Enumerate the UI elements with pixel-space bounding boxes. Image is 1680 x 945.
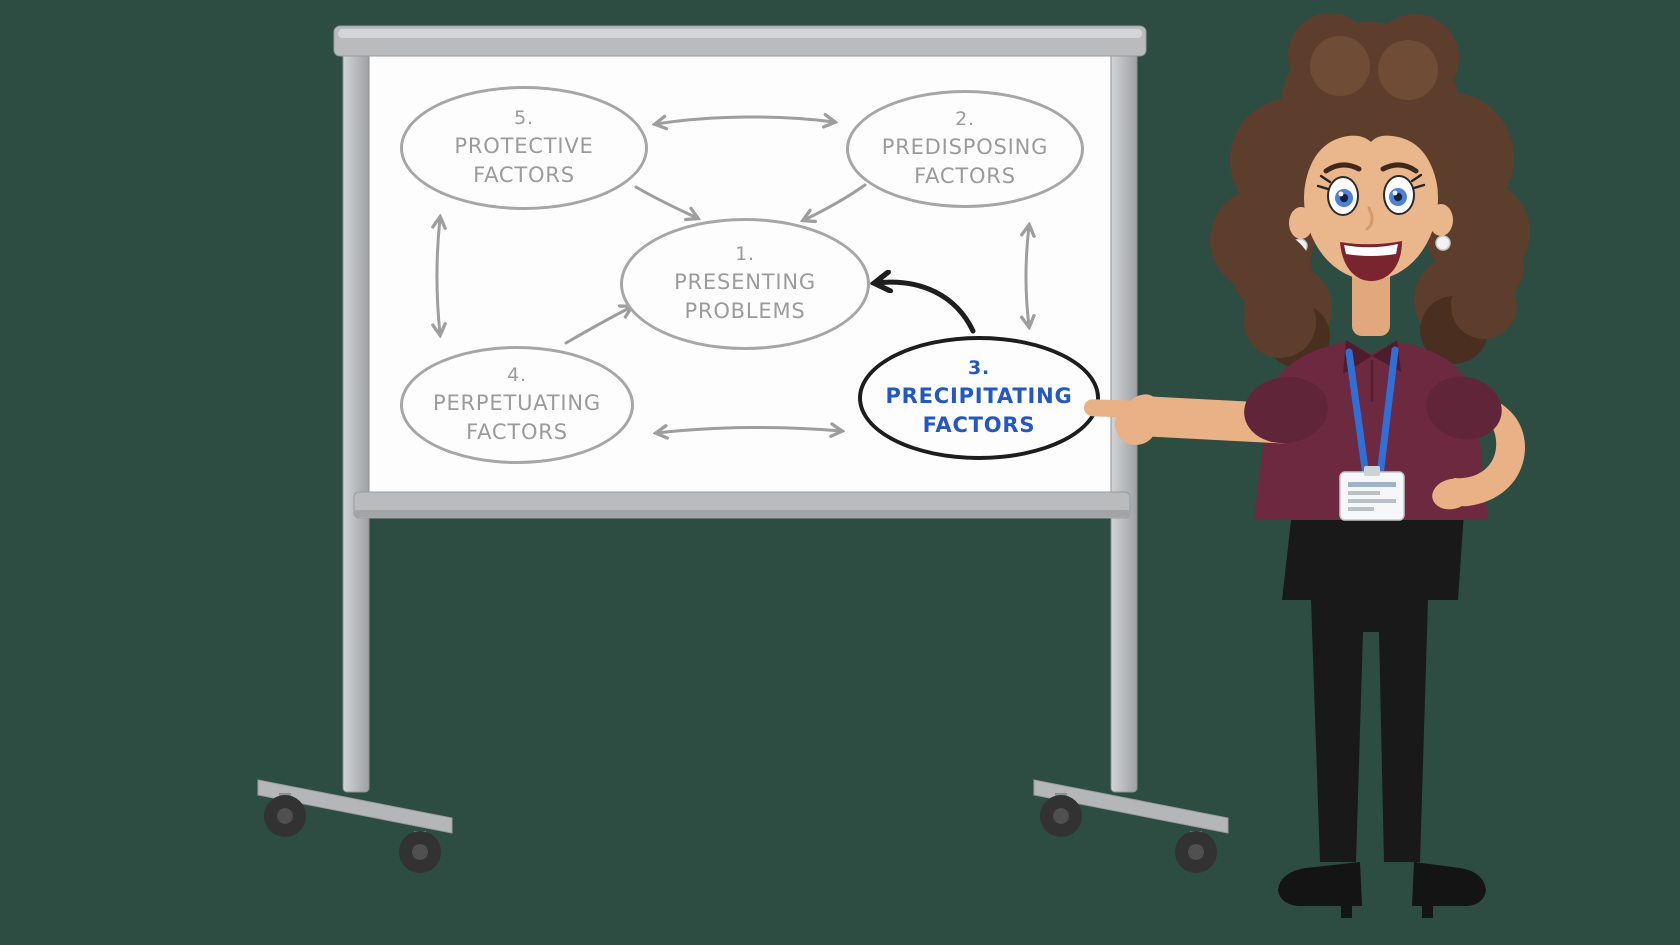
- diagram-node-precipitating-factors: 3. PRECIPITATING FACTORS: [858, 336, 1100, 460]
- node-label-line2: FACTORS: [914, 163, 1016, 188]
- arrow-perpetuating-presenting: [564, 307, 631, 345]
- arrow-protective-perpetuating: [437, 218, 440, 334]
- diagram-area: 1. PRESENTING PROBLEMS 2. PREDISPOSING F…: [366, 54, 1118, 494]
- node-number: 4.: [507, 364, 527, 387]
- node-label-line2: PROBLEMS: [684, 298, 806, 323]
- node-number: 2.: [955, 108, 975, 131]
- right-foot: [1033, 779, 1229, 873]
- node-label-line2: FACTORS: [473, 162, 575, 187]
- node-label-line2: FACTORS: [466, 419, 568, 444]
- node-label-line1: PRECIPITATING: [885, 384, 1073, 409]
- node-label-line1: PRESENTING: [674, 270, 816, 295]
- bottom-rail: [353, 491, 1131, 519]
- node-label-line1: PERPETUATING: [433, 391, 601, 416]
- arrow-perpetuating-precipitating: [657, 427, 841, 433]
- arrow-precipitating-presenting-emphasis: [876, 282, 976, 334]
- node-label-line2: FACTORS: [922, 412, 1036, 437]
- diagram-node-presenting-problems: 1. PRESENTING PROBLEMS: [620, 218, 870, 350]
- node-label-line1: PROTECTIVE: [454, 134, 594, 159]
- diagram-arrows: [366, 54, 1118, 494]
- diagram-node-perpetuating-factors: 4. PERPETUATING FACTORS: [400, 346, 634, 464]
- diagram-node-protective-factors: 5. PROTECTIVE FACTORS: [400, 86, 648, 210]
- node-label-line1: PREDISPOSING: [881, 135, 1049, 160]
- arrow-predisposing-precipitating: [1026, 226, 1029, 326]
- node-number: 3.: [967, 357, 991, 380]
- node-number: 1.: [735, 243, 755, 266]
- diagram-node-predisposing-factors: 2. PREDISPOSING FACTORS: [846, 90, 1084, 208]
- arrow-protective-presenting: [634, 185, 697, 218]
- left-foot: [257, 779, 453, 873]
- node-number: 5.: [514, 107, 534, 130]
- arrow-protective-predisposing: [656, 117, 834, 124]
- arrow-predisposing-presenting: [804, 183, 867, 220]
- top-rail: [333, 25, 1147, 57]
